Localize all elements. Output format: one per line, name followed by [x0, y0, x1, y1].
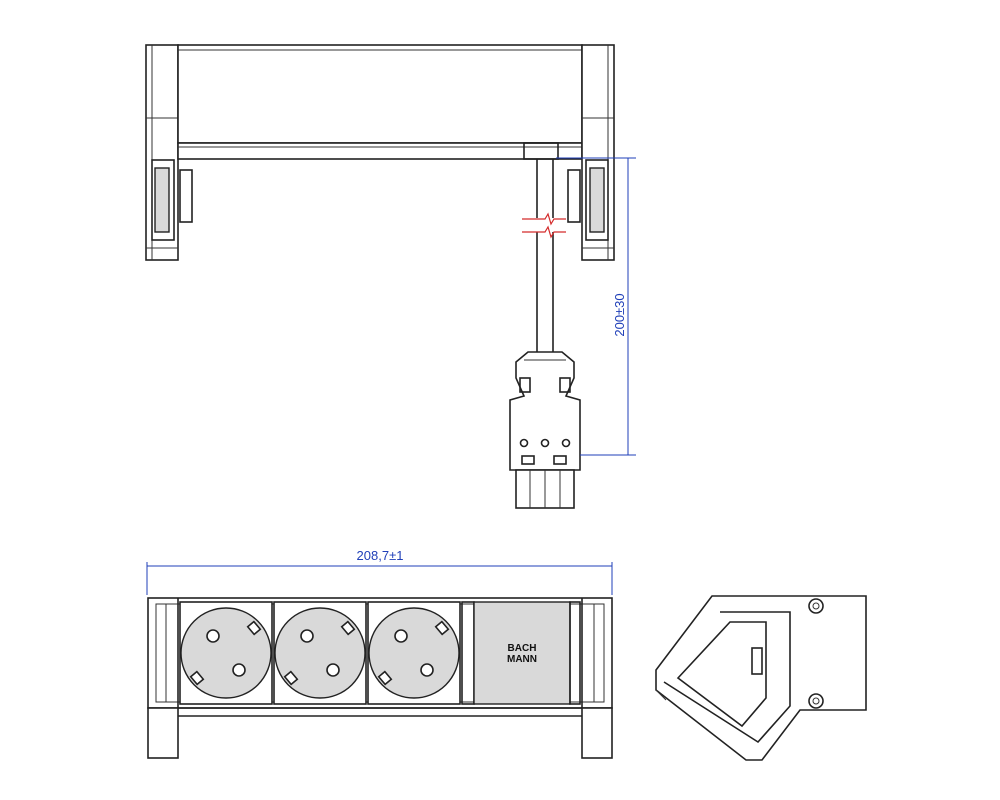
front-view: 208,7±1 [146, 548, 613, 759]
cable [522, 159, 566, 352]
schuko-socket-1 [179, 601, 273, 705]
top-right-end-cap [567, 44, 615, 261]
top-main-body [177, 44, 583, 160]
side-profile-outline [655, 595, 867, 761]
brand-logo-line-1: BACH [508, 643, 537, 654]
screw-top-icon [808, 598, 824, 614]
brand-logo-line-2: MANN [507, 654, 537, 665]
top-left-end-cap [145, 44, 193, 261]
width-dimension: 208,7±1 [146, 548, 613, 595]
brand-module: BACH MANN [461, 601, 581, 705]
cable-length-dimension: 200±30 [556, 157, 636, 456]
cable-length-label: 200±30 [612, 293, 627, 336]
schuko-socket-3 [367, 601, 461, 705]
top-view: 200±30 [145, 44, 636, 509]
screw-bottom-icon [808, 693, 824, 709]
plug-connector [509, 351, 581, 509]
front-legs [147, 707, 613, 759]
width-label: 208,7±1 [357, 548, 404, 563]
side-view [655, 595, 867, 761]
schuko-socket-2 [273, 601, 367, 705]
